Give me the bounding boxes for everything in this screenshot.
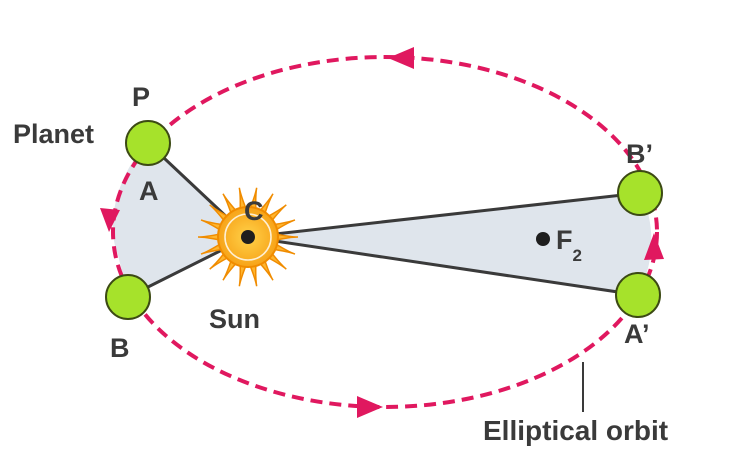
orbit-arrow-right	[644, 233, 664, 260]
sun-ray	[238, 187, 248, 212]
label-b: B	[110, 333, 130, 363]
label-elliptical-orbit: Elliptical orbit	[483, 415, 668, 446]
sun-ray	[200, 242, 224, 255]
orbit-arrow-bottom	[357, 396, 383, 418]
sun-ray	[209, 251, 230, 270]
label-f2: F2	[556, 225, 582, 265]
label-f: F	[556, 225, 573, 255]
planet-position-a	[125, 120, 171, 166]
sun-ray	[222, 193, 238, 216]
orbit-arrow-top	[388, 47, 414, 69]
planet-position-a-prime	[615, 272, 661, 318]
sun-ray	[200, 219, 224, 232]
sun-ray	[258, 193, 274, 216]
sun-ray	[209, 204, 230, 223]
sun-ray	[197, 233, 221, 241]
sun-ray	[272, 242, 296, 255]
label-f-subscript: 2	[573, 246, 582, 265]
sun-ray	[258, 258, 274, 281]
sun-ray	[222, 258, 238, 281]
sun-ray	[266, 251, 287, 270]
elliptical-orbit	[111, 55, 659, 409]
sun-ray	[275, 233, 299, 241]
label-sun: Sun	[209, 304, 260, 334]
orbit-arrow-left	[100, 208, 120, 232]
swept-area-left	[112, 143, 248, 297]
sun-ray	[248, 262, 258, 287]
label-planet: Planet	[13, 119, 94, 149]
planet-position-b	[105, 274, 151, 320]
label-c: C	[244, 196, 264, 226]
planet-position-b-prime	[617, 170, 663, 216]
label-a: A	[139, 176, 159, 206]
swept-area-right	[248, 193, 652, 295]
sun-ray	[272, 219, 296, 232]
sun-ray	[238, 262, 248, 287]
sun-icon	[197, 187, 299, 287]
label-p: P	[132, 82, 150, 112]
sun-ray	[266, 204, 287, 223]
sun-ray	[248, 187, 258, 212]
label-a-prime: A’	[624, 319, 650, 349]
focus-f2-point	[536, 232, 550, 246]
label-b-prime: B’	[626, 139, 653, 169]
planet-icon	[105, 120, 663, 320]
